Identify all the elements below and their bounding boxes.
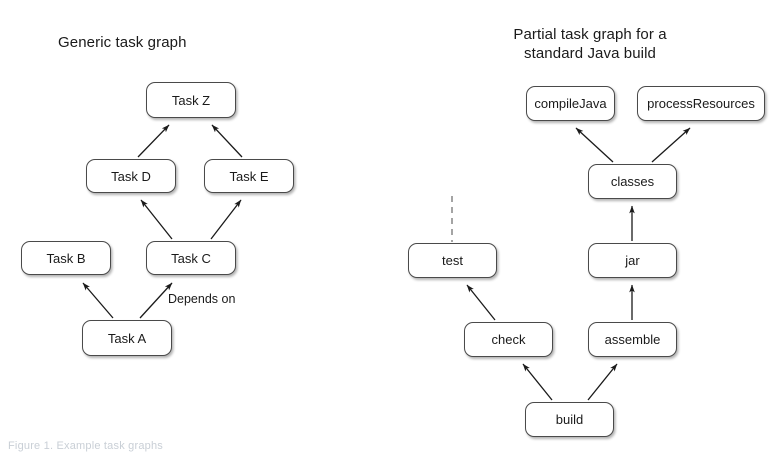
node-label: assemble [604,332,661,347]
edge-task-a-to-task-b [82,282,114,319]
node-process-resources[interactable]: processResources [637,86,765,121]
edge-task-c-to-task-d [140,199,173,240]
node-label: test [442,253,463,268]
node-task-c[interactable]: Task C [146,241,236,275]
node-label: compileJava [534,96,607,111]
node-label: jar [625,253,640,268]
node-jar[interactable]: jar [588,243,677,278]
node-test[interactable]: test [408,243,497,278]
node-label: Task Z [171,92,211,108]
figure-caption: Figure 1. Example task graphs [8,440,163,452]
edge-build-to-check [522,363,553,401]
edge-classes-to-compile-java [575,127,614,163]
node-task-a[interactable]: Task A [82,320,172,356]
node-label: build [555,412,584,427]
edge-task-a-to-task-c [139,282,173,319]
page-title-generic-task-graph: Generic task graph [58,34,187,51]
node-assemble[interactable]: assemble [588,322,677,357]
edge-label-depends-on: Depends on [168,292,236,306]
node-build[interactable]: build [525,402,614,437]
node-label: Task A [107,330,147,346]
edge-build-to-assemble [587,363,618,401]
node-check[interactable]: check [464,322,553,357]
node-label: check [491,332,526,347]
page-title-java-task-graph: Partial task graph for a standard Java b… [513,26,667,62]
node-task-e[interactable]: Task E [204,159,294,193]
node-label: Task D [111,168,151,184]
node-label: Task B [46,250,86,266]
node-classes[interactable]: classes [588,164,677,199]
node-task-z[interactable]: Task Z [146,82,236,118]
node-task-b[interactable]: Task B [21,241,111,275]
edge-task-d-to-task-z [137,124,170,158]
edge-task-c-to-task-e [210,199,242,240]
node-label: Task E [229,168,269,184]
node-label: processResources [647,96,755,111]
node-compile-java[interactable]: compileJava [526,86,615,121]
node-label: Task C [171,250,211,266]
edge-check-to-test [466,284,496,321]
node-label: classes [610,174,655,189]
node-task-d[interactable]: Task D [86,159,176,193]
edge-classes-to-process-resources [651,127,691,163]
edge-task-e-to-task-z [211,124,243,158]
